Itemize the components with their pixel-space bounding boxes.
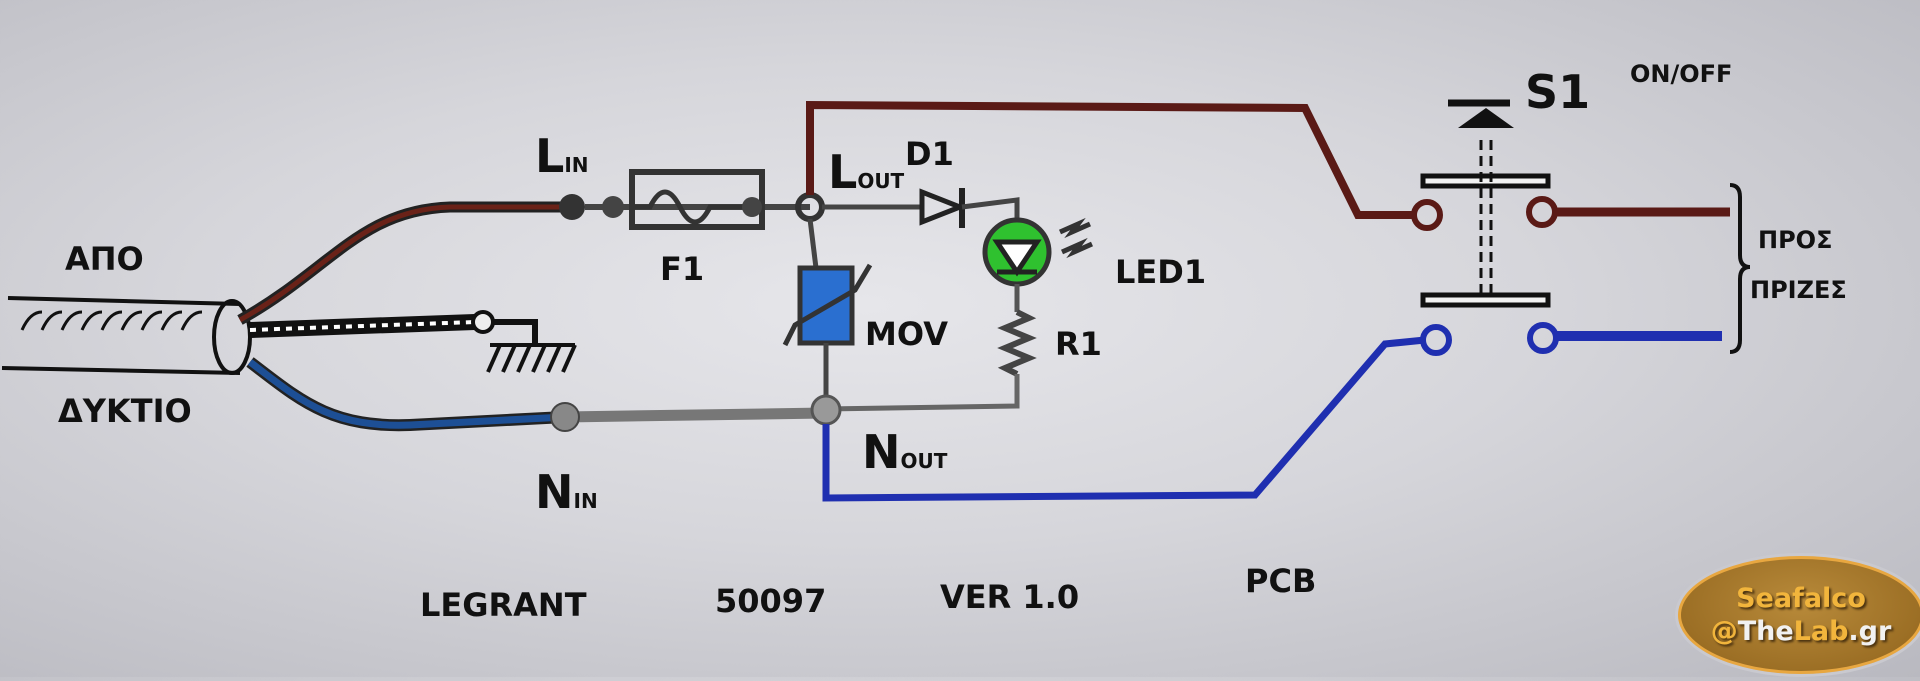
neutral-trace bbox=[822, 336, 1426, 502]
label-f1: F1 bbox=[660, 250, 704, 288]
switch-contact-top bbox=[1420, 173, 1551, 189]
switch-live-in-terminal bbox=[1411, 199, 1443, 231]
fuse-f1 bbox=[585, 169, 810, 230]
label-s1: S1 bbox=[1525, 65, 1590, 119]
label-outputs-line2: ΠΡΙΖΕΣ bbox=[1750, 276, 1847, 304]
switch-neutral-out-terminal bbox=[1527, 322, 1559, 354]
push-button-icon bbox=[1448, 99, 1514, 128]
label-outputs-line1: ΠΡΟΣ bbox=[1758, 226, 1832, 254]
label-l-out: LOUT bbox=[828, 145, 905, 199]
title-brand: LEGRANT bbox=[420, 586, 587, 624]
light-emission-icon bbox=[1058, 217, 1092, 239]
switch-s1 bbox=[1411, 99, 1730, 356]
ground-symbol bbox=[486, 343, 577, 373]
cable-end bbox=[212, 299, 252, 375]
label-led1: LED1 bbox=[1115, 253, 1206, 291]
title-kind: PCB bbox=[1245, 562, 1316, 600]
label-n-in: NIN bbox=[535, 465, 598, 519]
label-switch-note: ON/OFF bbox=[1630, 60, 1732, 88]
label-n-out: NOUT bbox=[862, 425, 948, 479]
title-version: VER 1.0 bbox=[940, 578, 1079, 616]
cable-label-from: ΑΠΟ bbox=[65, 240, 144, 278]
node-n-out bbox=[810, 394, 842, 426]
varistor-mov bbox=[782, 218, 873, 398]
watermark-site: @TheLab.gr bbox=[1710, 616, 1892, 647]
earth-wire bbox=[249, 310, 538, 345]
title-model: 50097 bbox=[715, 582, 826, 620]
switch-live-out-terminal bbox=[1526, 196, 1558, 228]
label-d1: D1 bbox=[905, 135, 954, 173]
live-input-wire bbox=[237, 201, 570, 325]
node-l-in bbox=[559, 194, 585, 220]
mains-cable bbox=[1, 296, 252, 375]
label-l-in: LIN bbox=[535, 129, 589, 183]
watermark-author: Seafalco bbox=[1736, 583, 1866, 614]
resistor-r1 bbox=[824, 284, 1037, 412]
switch-contact-bottom bbox=[1420, 292, 1551, 308]
label-r1: R1 bbox=[1055, 325, 1102, 363]
live-trace bbox=[806, 100, 1412, 219]
switch-neutral-in-terminal bbox=[1420, 324, 1452, 356]
led-led1 bbox=[982, 217, 1094, 287]
node-n-in bbox=[550, 402, 580, 432]
cable-label-network: ΔΥΚΤΙΟ bbox=[58, 392, 192, 430]
output-brace bbox=[1729, 183, 1751, 354]
label-mov: MOV bbox=[865, 315, 948, 353]
watermark-badge: Seafalco @TheLab.gr bbox=[1678, 556, 1920, 674]
